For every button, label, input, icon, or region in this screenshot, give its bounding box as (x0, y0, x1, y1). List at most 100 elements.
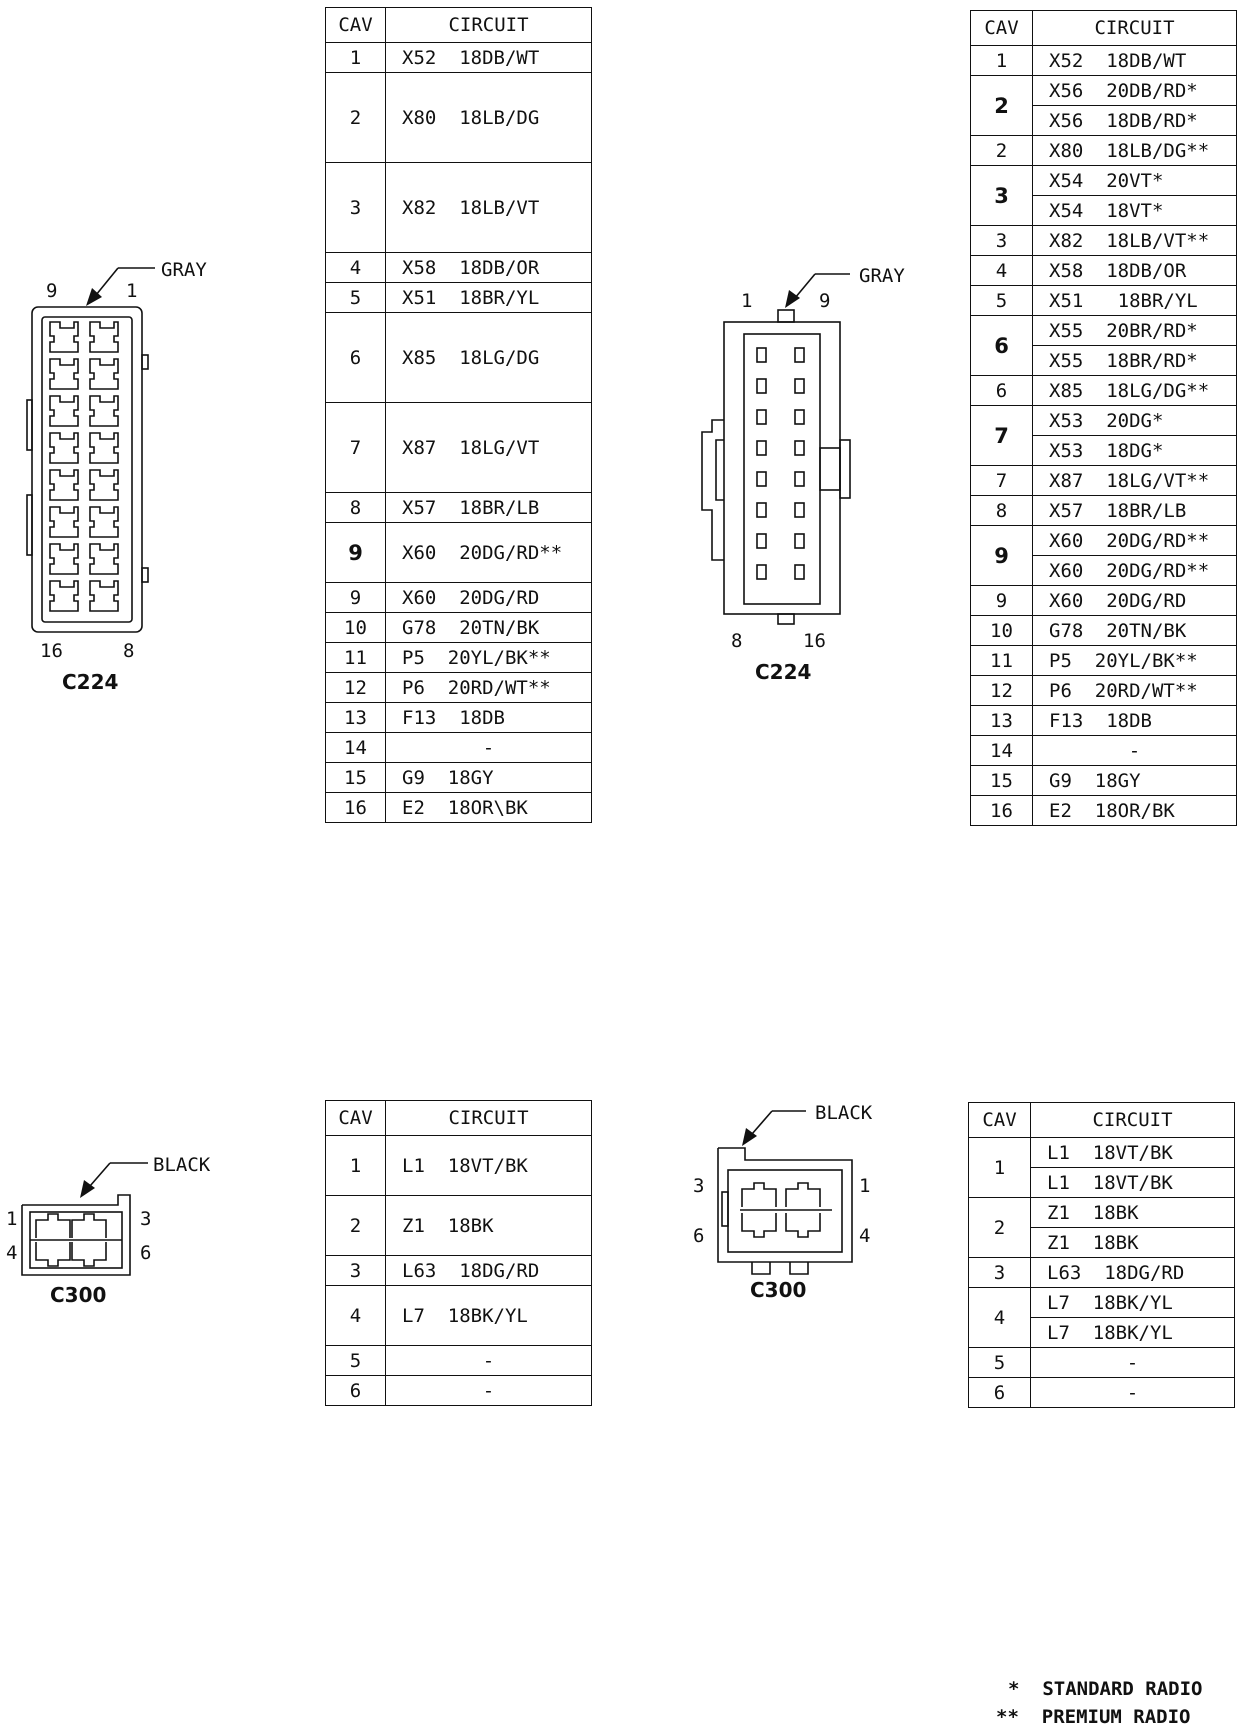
circuit-cell: L1 18VT/BK (1030, 1137, 1235, 1168)
cavity-cell (756, 564, 767, 580)
pin-label: 4 (859, 1225, 871, 1247)
cavity-cell (756, 533, 767, 549)
circuit-cell: X58 18DB/OR (385, 252, 592, 283)
table-row: 14- (970, 735, 1237, 766)
circuit-cell: - (1032, 735, 1237, 766)
cav-cell: 5 (325, 1345, 386, 1376)
pin-label: 1 (741, 290, 753, 312)
connector-name: C300 (50, 1283, 107, 1307)
cav-cell: 3 (968, 1257, 1031, 1288)
pin-label: 4 (6, 1242, 18, 1264)
cav-cell: 7 (325, 402, 386, 493)
circuit-cell: G9 18GY (1032, 765, 1237, 796)
circuit-cell: G78 20TN/BK (1032, 615, 1237, 646)
circuit-cell: - (1030, 1377, 1235, 1408)
cav-cell: 16 (325, 792, 386, 823)
circuit-cell: - (1030, 1347, 1235, 1378)
circuit-cell: X60 20DG/RD (1032, 585, 1237, 616)
circuit-cell: G9 18GY (385, 762, 592, 793)
wire-color-label: GRAY (859, 265, 905, 287)
circuit-cell: X55 20BR/RD* (1032, 315, 1237, 346)
cavity-cell (49, 321, 79, 353)
cav-cell: 6 (970, 315, 1033, 376)
cavity-cell (89, 506, 119, 538)
cav-cell: 5 (968, 1347, 1031, 1378)
circuit-cell: X55 18BR/RD* (1032, 345, 1237, 376)
table-row: L7 18BK/YL (969, 1317, 1235, 1348)
pin-label: 3 (693, 1175, 705, 1197)
cav-cell: 9 (325, 582, 386, 613)
cav-header: CAV (325, 1100, 386, 1136)
cav-cell: 13 (325, 702, 386, 733)
cav-cell: 2 (970, 135, 1033, 166)
connector-c300-left-drawing (21, 1162, 148, 1276)
cavity-cell (756, 502, 767, 518)
cavity-cell (49, 395, 79, 427)
cav-header: CAV (325, 7, 386, 43)
cavity-cell (89, 395, 119, 427)
pin-label: 1 (126, 280, 138, 302)
circuit-cell: X80 18LB/DG (385, 72, 592, 163)
cavity-cell (89, 469, 119, 501)
circuit-cell: X51 18BR/YL (385, 282, 592, 313)
pin-label: 1 (6, 1208, 18, 1230)
connector-c300-right-drawing (717, 1110, 853, 1275)
wire-color-label: BLACK (153, 1154, 211, 1176)
cavity-cell (49, 432, 79, 464)
circuit-cell: - (385, 732, 592, 763)
circuit-cell: P5 20YL/BK** (385, 642, 592, 673)
circuit-cell: L7 18BK/YL (1030, 1317, 1235, 1348)
cav-cell: 3 (970, 225, 1033, 256)
cav-cell: 2 (325, 1195, 386, 1256)
circuit-cell: F13 18DB (1032, 705, 1237, 736)
legend-premium-radio: ** PREMIUM RADIO (996, 1706, 1191, 1728)
cav-header: CAV (970, 10, 1033, 46)
circuit-cell: X53 20DG* (1032, 405, 1237, 436)
cav-cell: 7 (970, 405, 1033, 466)
cavity-cell (794, 564, 805, 580)
circuit-cell: P5 20YL/BK** (1032, 645, 1237, 676)
circuit-cell: L1 18VT/BK (385, 1135, 592, 1196)
circuit-cell: L1 18VT/BK (1030, 1167, 1235, 1198)
cav-cell: 3 (325, 1255, 386, 1286)
circuit-cell: X52 18DB/WT (385, 42, 592, 73)
cav-cell: 15 (325, 762, 386, 793)
circuit-cell: X82 18LB/VT (385, 162, 592, 253)
wire-color-label: BLACK (815, 1102, 873, 1124)
cavity-cell (89, 543, 119, 575)
circuit-cell: Z1 18BK (1030, 1197, 1235, 1228)
pin-label: 6 (693, 1225, 705, 1247)
connector-c224-right-drawing (701, 273, 851, 625)
cav-cell: 9 (970, 525, 1033, 586)
cav-cell: 4 (968, 1287, 1031, 1348)
cav-cell: 2 (968, 1197, 1031, 1258)
table-row: 14- (325, 732, 592, 763)
circuit-cell: - (385, 1345, 592, 1376)
circuit-header: CIRCUIT (1030, 1102, 1235, 1138)
pin-label: 3 (140, 1208, 152, 1230)
cav-cell: 2 (325, 72, 386, 163)
cavity-cell (794, 409, 805, 425)
circuit-header: CIRCUIT (385, 1100, 592, 1136)
